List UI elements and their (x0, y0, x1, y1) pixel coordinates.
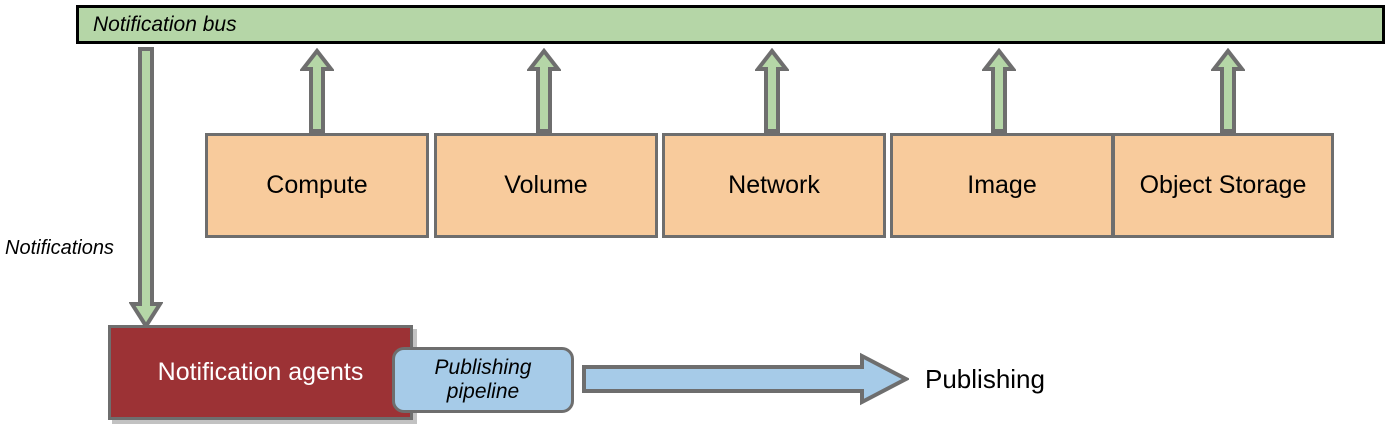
notifications-label: Notifications (5, 237, 114, 259)
service-box-object-storage[interactable]: Object Storage (1112, 133, 1334, 238)
publishing-label: Publishing (925, 364, 1045, 394)
service-box-volume[interactable]: Volume (434, 133, 658, 238)
right-arrow-icon (582, 352, 911, 406)
notification-agents-box[interactable]: Notification agents (108, 325, 413, 420)
service-label: Compute (266, 171, 368, 199)
publishing-pipeline-label-line1: Publishing (434, 356, 532, 380)
bus-to-agents-arrow (128, 46, 164, 330)
object-storage-to-bus-arrow (1209, 47, 1247, 134)
down-arrow-icon (128, 47, 164, 330)
up-arrow-icon (1209, 47, 1247, 133)
notification-bus-label: Notification bus (93, 13, 237, 36)
service-label: Image (967, 171, 1037, 199)
service-box-image[interactable]: Image (890, 133, 1114, 238)
service-label: Network (728, 171, 820, 199)
up-arrow-icon (298, 47, 336, 133)
image-to-bus-arrow (980, 47, 1018, 134)
publishing-pipeline-box[interactable]: Publishing pipeline (392, 347, 574, 413)
compute-to-bus-arrow (298, 47, 336, 134)
network-to-bus-arrow (753, 47, 791, 134)
notification-bus-bar: Notification bus (76, 5, 1385, 44)
volume-to-bus-arrow (525, 47, 563, 134)
up-arrow-icon (525, 47, 563, 133)
service-label: Volume (504, 171, 588, 199)
pipeline-to-publishing-arrow (581, 352, 911, 406)
service-box-network[interactable]: Network (662, 133, 886, 238)
publishing-pipeline-label-line2: pipeline (446, 380, 520, 403)
up-arrow-icon (980, 47, 1018, 133)
up-arrow-icon (753, 47, 791, 133)
notification-agents-label: Notification agents (157, 358, 364, 386)
service-box-compute[interactable]: Compute (205, 133, 429, 238)
service-label: Object Storage (1139, 171, 1307, 199)
